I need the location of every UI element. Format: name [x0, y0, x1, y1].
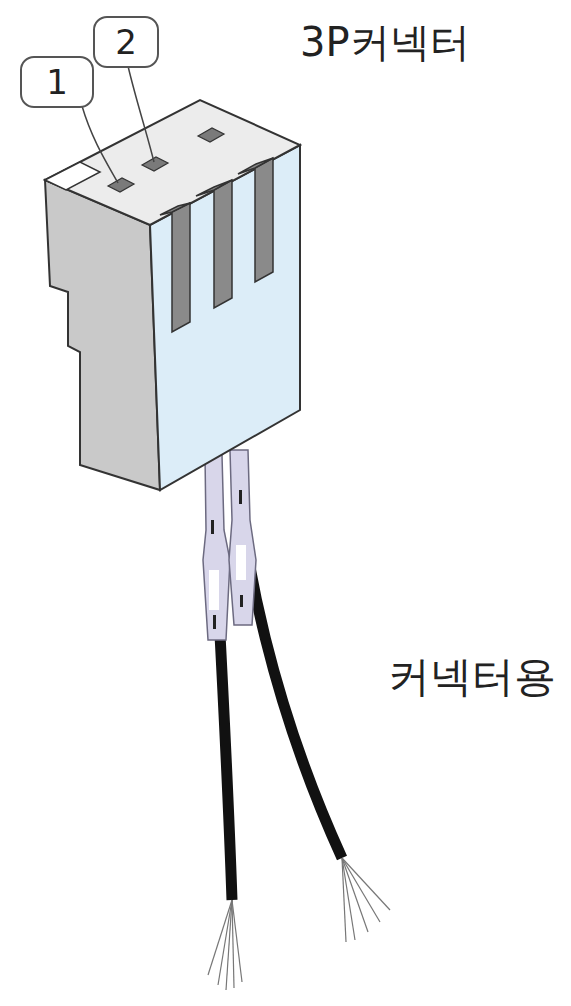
callout-bubble: 2 — [93, 16, 159, 68]
terminal-slot — [172, 158, 273, 332]
part-name: 커넥터용 — [388, 656, 556, 698]
housing-notch — [45, 162, 100, 190]
housing-side — [45, 180, 160, 490]
crimp-terminal — [203, 450, 256, 640]
callout-number: 1 — [46, 65, 68, 99]
callout-bubble: 1 — [20, 56, 94, 108]
wire-strands — [208, 858, 390, 990]
leader-line — [128, 66, 154, 162]
terminal-mark — [211, 490, 243, 629]
part-name: 3P커넥터 — [300, 22, 470, 62]
callout-number: 2 — [115, 25, 137, 59]
pin-hole — [108, 128, 224, 192]
terminal-highlight — [209, 545, 246, 610]
leader-line — [82, 106, 118, 183]
top-slot — [160, 158, 273, 215]
